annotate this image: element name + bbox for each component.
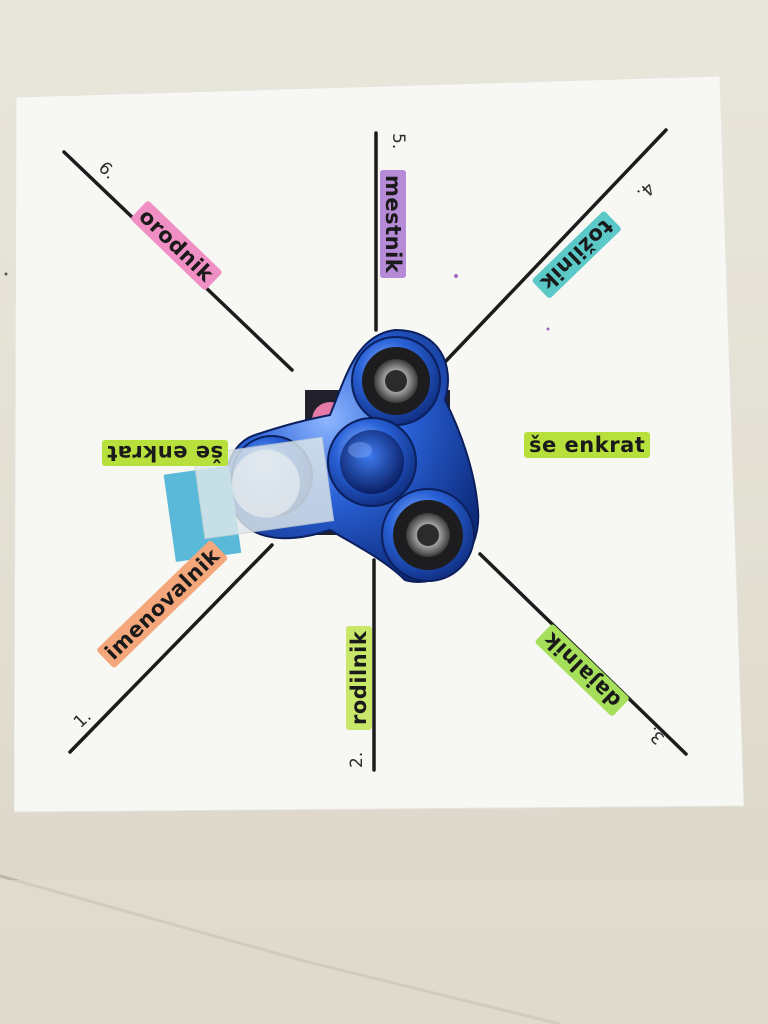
label-se-enkrat-right: še enkrat bbox=[524, 432, 651, 458]
desk-lower-panel bbox=[0, 880, 768, 1024]
number-2: 2. bbox=[347, 751, 367, 768]
label-se-enkrat-left: še enkrat bbox=[101, 440, 228, 466]
sticky-note bbox=[163, 436, 335, 562]
label-mestnik: mestnik bbox=[380, 170, 406, 279]
number-5: 5. bbox=[388, 133, 408, 150]
label-rodilnik: rodilnik bbox=[346, 625, 372, 730]
